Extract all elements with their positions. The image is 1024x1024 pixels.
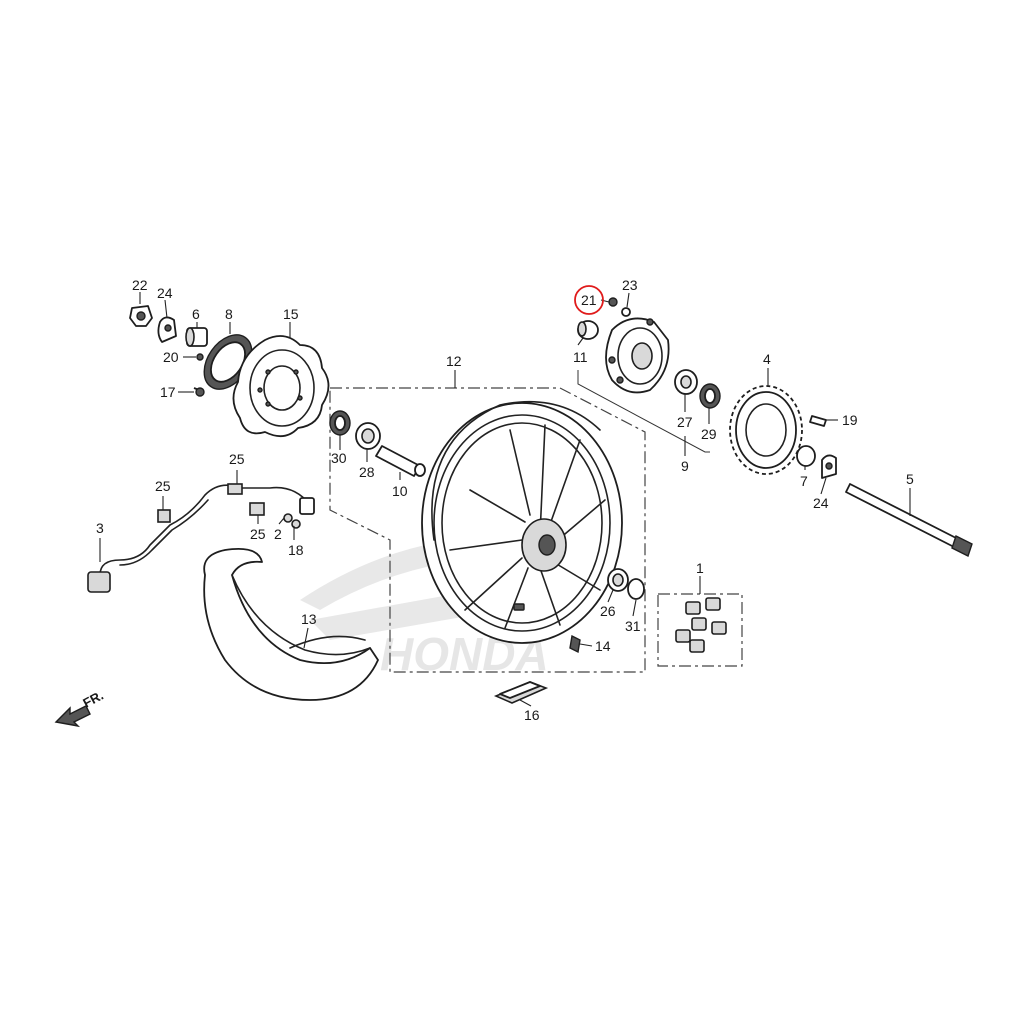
part-16-weight	[493, 681, 549, 704]
part-30-dust-seal	[329, 410, 351, 436]
callout-15: 15	[283, 306, 299, 322]
callout-22: 22	[132, 277, 148, 293]
callout-26: 26	[600, 603, 616, 619]
callout-11: 11	[573, 349, 588, 365]
callout-16: 16	[524, 707, 540, 723]
part-19-bolt	[809, 415, 827, 427]
part-10-spacer	[375, 445, 426, 477]
hub-group-box	[577, 370, 710, 453]
callout-31: 31	[625, 618, 641, 634]
callout-28: 28	[359, 464, 375, 480]
callout-13: 13	[301, 611, 317, 627]
wheel-group-box	[329, 387, 646, 673]
callout-6: 6	[192, 306, 200, 322]
part-15-brake-disc	[232, 335, 330, 438]
part-28-bearing	[355, 422, 381, 450]
callout-18: 18	[288, 542, 304, 558]
callout-3: 3	[96, 520, 104, 536]
callout-20: 20	[163, 349, 179, 365]
callout-25-top: 25	[229, 451, 245, 467]
driven-flange-hub	[605, 317, 670, 394]
callout-24-left: 24	[157, 285, 173, 301]
part-23-washer	[621, 307, 631, 317]
callout-2: 2	[274, 526, 282, 542]
part-24-bracket-left	[157, 316, 177, 343]
callout-30: 30	[331, 450, 347, 466]
part-12-wheel	[421, 400, 623, 644]
part-20-bolt	[196, 353, 204, 361]
callout-labels: 22 24 6 8 15 20 17 12 11 21 23 4 19 7 24…	[96, 277, 914, 723]
callout-29: 29	[701, 426, 717, 442]
callout-5: 5	[906, 471, 914, 487]
callout-17: 17	[160, 384, 176, 400]
part-24-bracket-right	[821, 454, 837, 479]
part-11-collar	[577, 320, 599, 340]
leader-lines	[99, 292, 911, 707]
front-direction-arrow: FR.	[54, 688, 106, 728]
part-7-collar	[796, 445, 816, 467]
wheel-spokes	[449, 424, 606, 629]
callout-25-bottom: 25	[250, 526, 266, 542]
part-5-axle	[845, 483, 973, 557]
part-4-sprocket	[729, 385, 803, 475]
callout-19: 19	[842, 412, 858, 428]
callout-4: 4	[763, 351, 771, 367]
part-26-bearing	[607, 568, 629, 592]
part-22-nut	[129, 305, 153, 327]
part-17-bolt	[193, 387, 205, 397]
callout-27: 27	[677, 414, 693, 430]
part-3-sensor-harness	[87, 483, 315, 593]
callout-10: 10	[392, 483, 408, 499]
callout-7: 7	[800, 473, 808, 489]
callout-9: 9	[681, 458, 689, 474]
part-29-seal	[699, 383, 721, 409]
callout-1: 1	[696, 560, 704, 576]
part-6-collar	[185, 327, 208, 347]
part-13-mudguard	[203, 547, 379, 701]
callout-24-right: 24	[813, 495, 829, 511]
part-1-damper-set	[675, 597, 727, 653]
callout-8: 8	[225, 306, 233, 322]
callout-21: 21	[581, 292, 597, 308]
part-27-bearing	[674, 369, 698, 395]
callout-12: 12	[446, 353, 462, 369]
part-14-valve	[569, 634, 581, 654]
callout-23: 23	[622, 277, 638, 293]
highlight-circle-21	[574, 285, 604, 315]
callout-14: 14	[595, 638, 611, 654]
part-21-nut	[608, 297, 618, 307]
callout-25-left: 25	[155, 478, 171, 494]
part-31-seal	[627, 578, 645, 600]
